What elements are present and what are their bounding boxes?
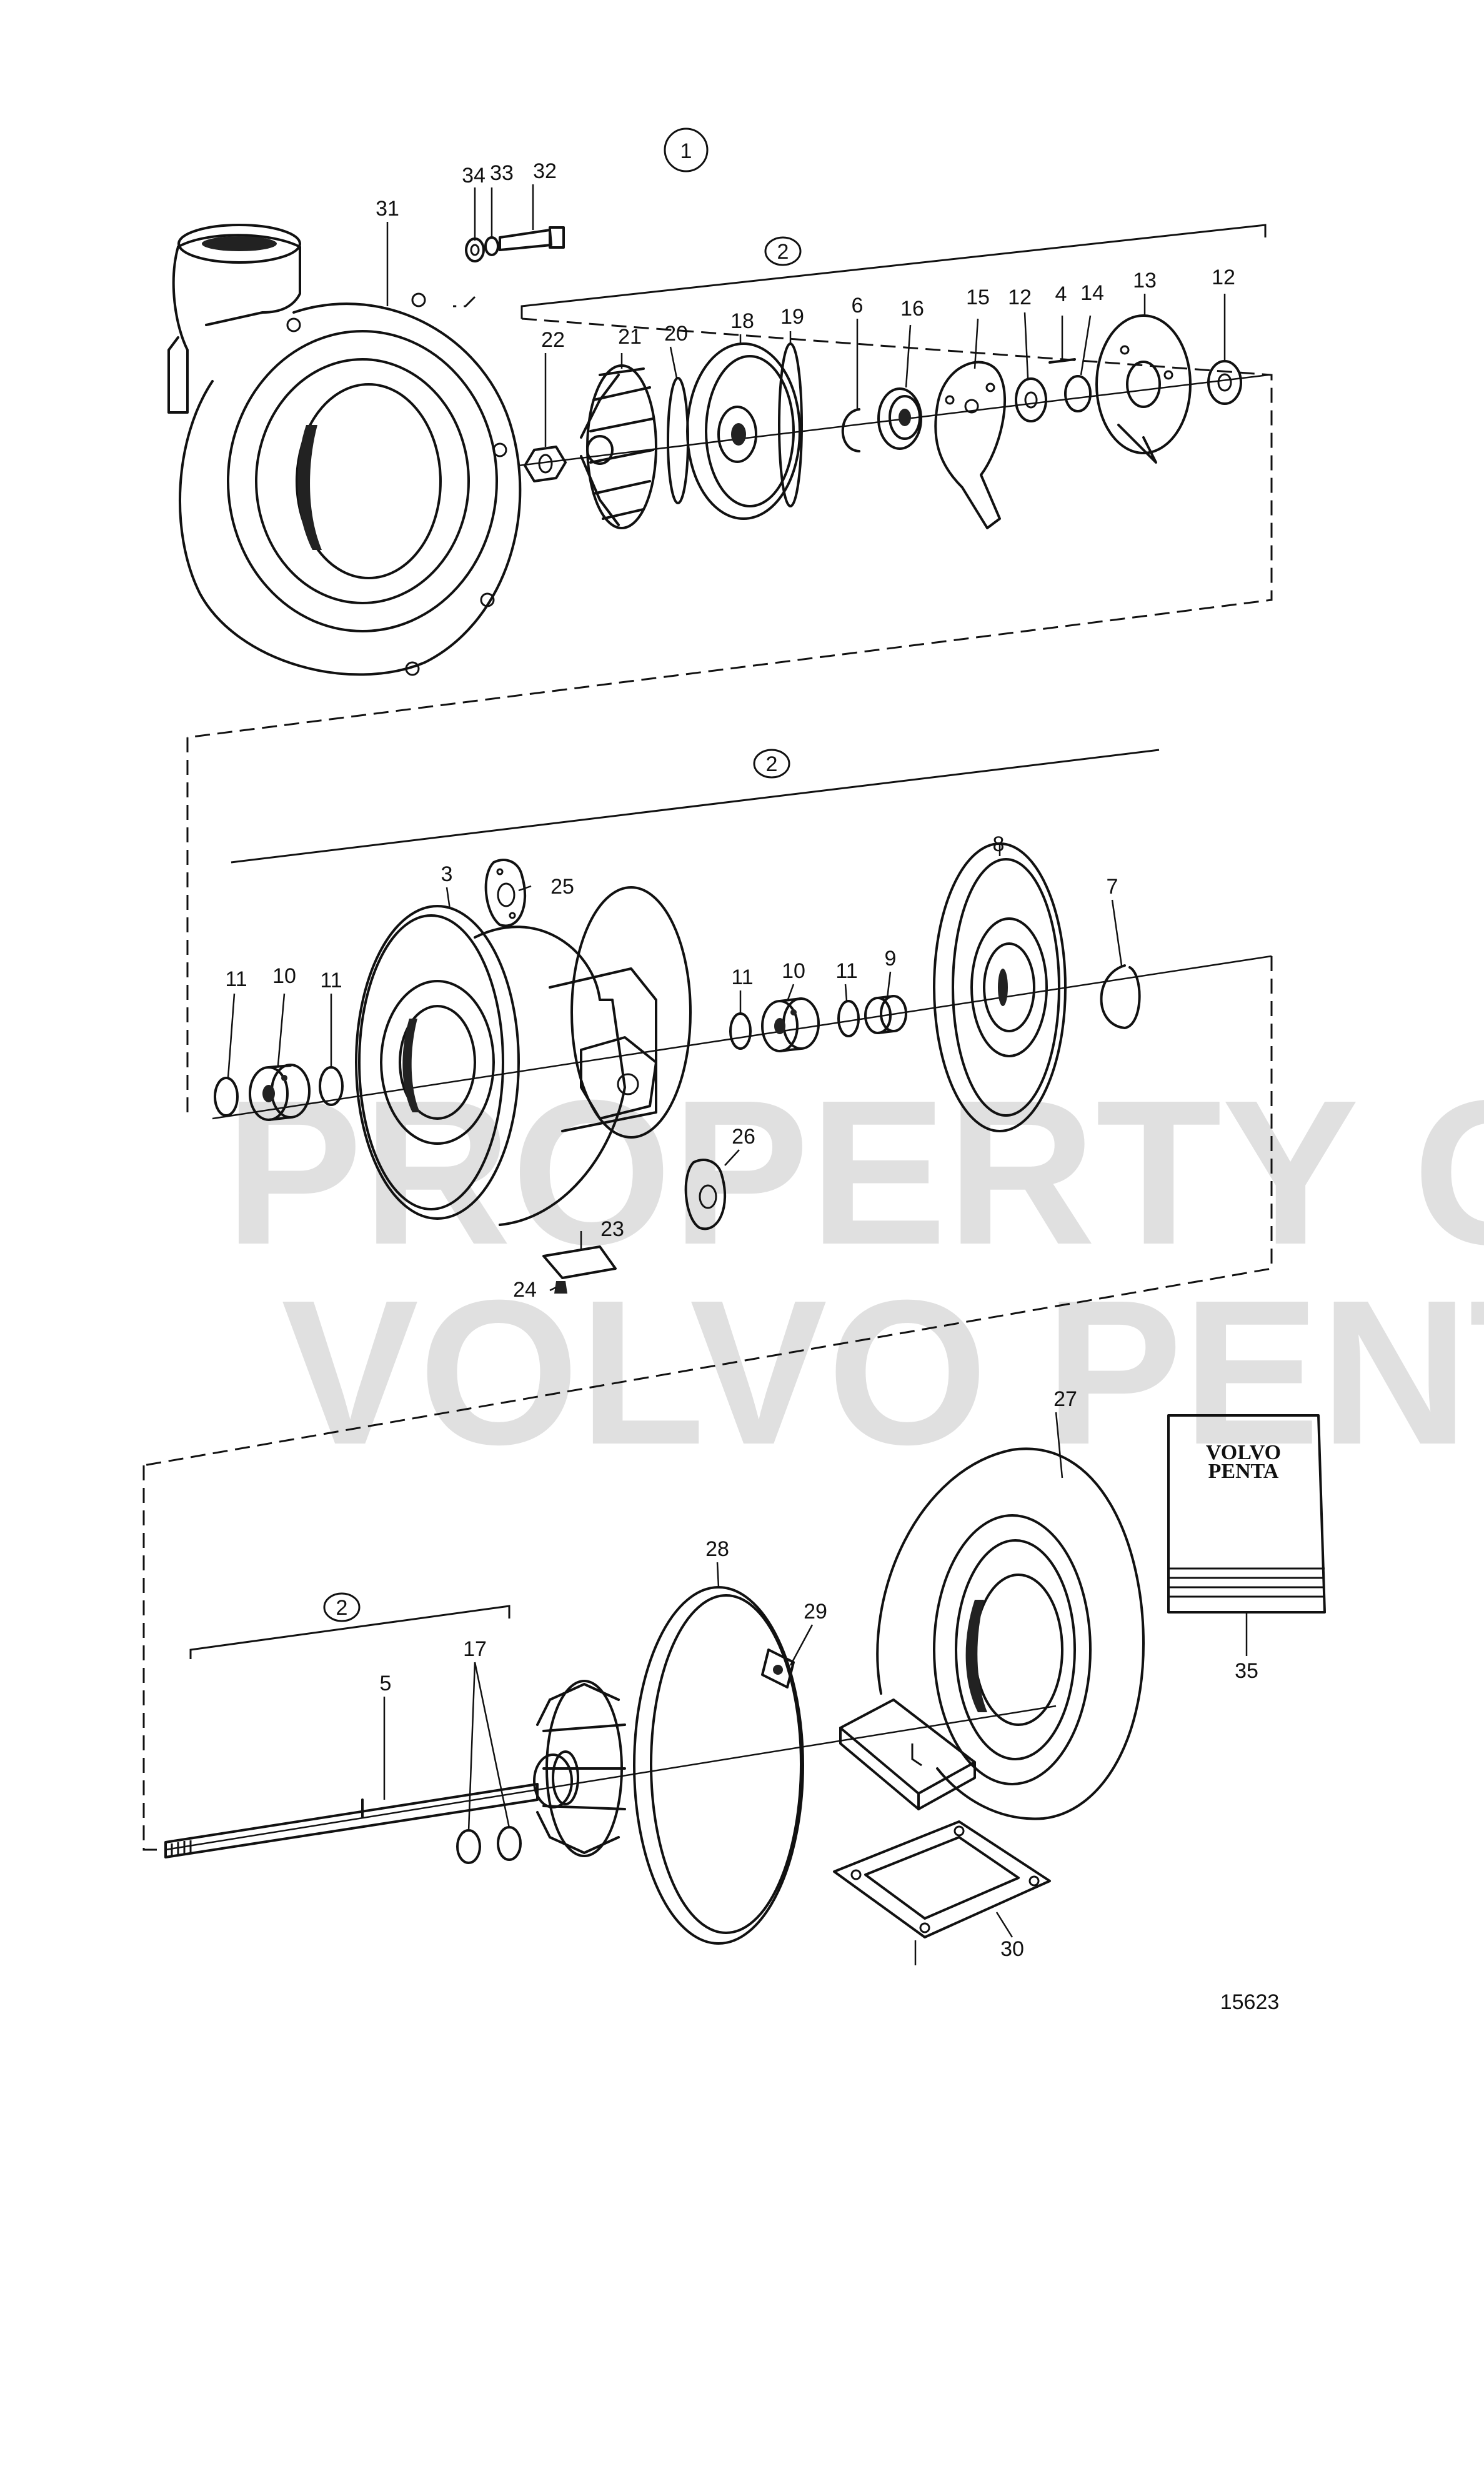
- callout-32: 32: [533, 159, 557, 183]
- sleeve: [877, 387, 922, 450]
- callout-13: 13: [1133, 269, 1157, 292]
- callout-24: 24: [513, 1278, 537, 1302]
- gasket-bottom: [684, 1159, 727, 1230]
- turbine-wheel: [536, 1680, 626, 1857]
- callout-19: 19: [780, 305, 804, 329]
- callout-20: 20: [664, 322, 688, 346]
- group-marker-main: 1: [664, 127, 709, 172]
- callout-10a: 10: [272, 964, 296, 988]
- nut: [524, 446, 567, 482]
- callout-14: 14: [1080, 281, 1104, 305]
- figure-number: 15623: [1220, 1990, 1280, 2014]
- callout-10b: 10: [782, 959, 805, 983]
- seal-ring: [667, 377, 689, 504]
- callout-labels: 31 34 33 32 22 21 20 18 19 6 16 15 12 4 …: [225, 159, 1258, 1961]
- thrust-washer: [1015, 377, 1047, 422]
- circlip-right-outer: [729, 1012, 752, 1050]
- callout-29: 29: [804, 1600, 827, 1624]
- callout-12a: 12: [1008, 286, 1032, 309]
- clamp-bolt: [761, 1649, 795, 1688]
- section-turbine: [142, 1447, 1145, 1945]
- callout-22: 22: [541, 328, 565, 352]
- callout-7: 7: [1107, 875, 1118, 899]
- callout-17: 17: [463, 1637, 487, 1661]
- circlip: [841, 408, 860, 452]
- leader-lines: [227, 184, 1248, 1965]
- watermark-line2: VOLVO PENTA: [281, 1257, 1484, 1487]
- group-marker-sub-3-label: 2: [336, 1596, 348, 1620]
- callout-33: 33: [490, 161, 514, 185]
- callout-34: 34: [462, 164, 486, 187]
- group-marker-sub-2: 2: [753, 749, 790, 779]
- manual-brand-line2: PENTA: [1208, 1460, 1279, 1483]
- v-band-clamp: [633, 1586, 804, 1945]
- callout-27: 27: [1053, 1387, 1077, 1411]
- section-bearing-housing: [143, 737, 1273, 1467]
- group-marker-sub-1: 2: [764, 236, 802, 266]
- section-compressor: [167, 224, 1273, 739]
- turbine-gasket: [833, 1820, 1051, 1938]
- thrust-ring: [1064, 375, 1092, 412]
- bearing-housing: [355, 886, 692, 1226]
- callout-28: 28: [705, 1537, 729, 1561]
- pin: [1048, 358, 1076, 364]
- callout-9: 9: [885, 947, 897, 970]
- piston-ring-1: [456, 1829, 481, 1864]
- compressor-housing: [167, 224, 522, 676]
- callout-16: 16: [900, 297, 924, 321]
- circlip-left-outer: [214, 1077, 239, 1117]
- journal-bearing-right: [761, 997, 820, 1052]
- callout-12b: 12: [1212, 266, 1235, 289]
- callout-30: 30: [1000, 1937, 1024, 1961]
- group-marker-main-label: 1: [680, 139, 692, 163]
- group-marker-sub-1-label: 2: [777, 240, 789, 264]
- compressor-wheel: [580, 364, 657, 529]
- watermark-line1: PROPERTY OF: [225, 1057, 1484, 1287]
- spacer-sleeve: [864, 995, 907, 1034]
- turbine-shaft: [164, 1750, 579, 1858]
- callout-6: 6: [852, 294, 864, 317]
- callout-21: 21: [618, 325, 642, 349]
- callout-31: 31: [376, 197, 399, 221]
- circlip-right-inner: [837, 1000, 860, 1037]
- callout-23: 23: [600, 1217, 624, 1241]
- instruction-manual: VOLVO PENTA: [1167, 1414, 1326, 1614]
- callout-26: 26: [732, 1125, 755, 1149]
- washer-right: [1207, 360, 1242, 405]
- watermark: PROPERTY OF VOLVO PENTA: [225, 1057, 1484, 1487]
- lock-plate: [542, 1231, 617, 1279]
- turbine-housing: [839, 1447, 1145, 1820]
- callout-11b: 11: [320, 969, 342, 992]
- piston-ring-2: [497, 1826, 522, 1861]
- group-marker-sub-3: 2: [323, 1592, 361, 1622]
- thrust-bearing: [1095, 314, 1192, 464]
- manual-brand-line1: VOLVO: [1206, 1441, 1281, 1464]
- callout-4: 4: [1055, 282, 1067, 306]
- callout-3: 3: [441, 862, 453, 886]
- callout-8: 8: [993, 832, 1005, 856]
- sealing-plate: [686, 342, 801, 520]
- callout-11d: 11: [835, 959, 857, 983]
- screw: [554, 1281, 567, 1294]
- gasket-top: [484, 859, 527, 927]
- large-circlip: [1100, 964, 1141, 1029]
- callout-35: 35: [1235, 1659, 1258, 1683]
- oil-deflector: [934, 361, 1007, 529]
- journal-bearing-left: [249, 1064, 311, 1121]
- callout-15: 15: [966, 286, 990, 309]
- callout-5: 5: [380, 1672, 392, 1695]
- callout-25: 25: [550, 875, 574, 899]
- callout-11a: 11: [225, 967, 247, 991]
- group-marker-sub-2-label: 2: [766, 752, 778, 776]
- bolt-and-washers: [465, 226, 565, 262]
- callout-11c: 11: [731, 965, 753, 989]
- callout-18: 18: [730, 309, 754, 333]
